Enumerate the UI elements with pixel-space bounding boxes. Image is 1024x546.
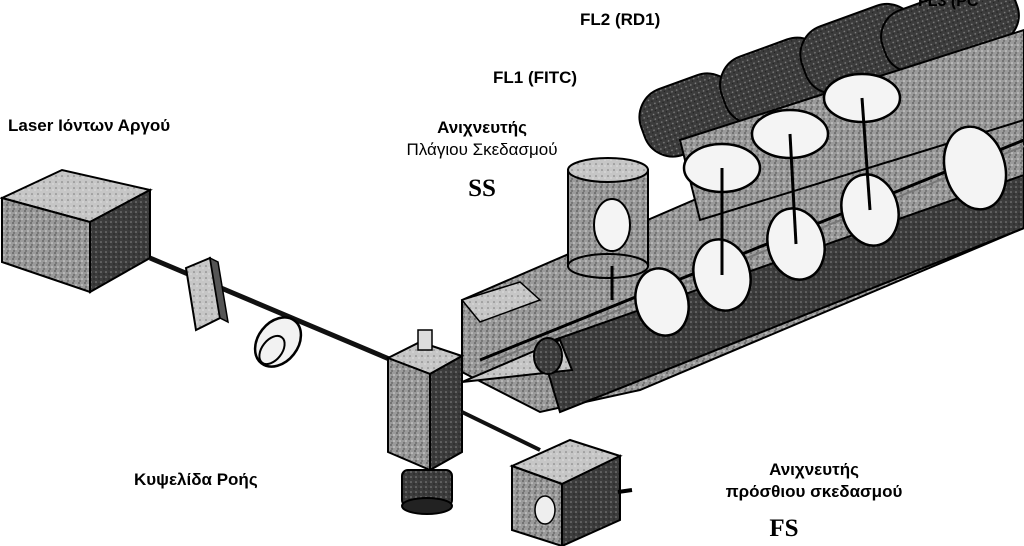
fl2-label: FL2 (RD1): [580, 10, 661, 29]
forward-scatter-beam: [461, 410, 541, 452]
forward-detector-label-line1: Ανιχνευτής: [769, 460, 859, 479]
forward-scatter-detector: [509, 438, 633, 546]
flow-cell-label: Κυψελίδα Ροής: [134, 470, 258, 489]
forward-scatter-abbr: FS: [769, 515, 799, 542]
side-detector-label-line1: Ανιχνευτής: [437, 118, 527, 137]
side-scatter-detector: [567, 157, 649, 300]
beam-filter: [184, 256, 229, 332]
focusing-lens: [253, 316, 303, 368]
fl1-label: FL1 (FITC): [493, 68, 578, 87]
dichroic-mirrors: [634, 72, 1008, 337]
flow-cell: [385, 329, 465, 515]
side-scatter-abbr: SS: [468, 175, 496, 202]
side-detector-label-line2: Πλάγιου Σκεδασμού: [406, 140, 558, 159]
forward-detector-label-line2: πρόσθιου σκεδασμού: [725, 482, 903, 501]
pmt-tubes: [638, 0, 1024, 222]
laser-box: [0, 168, 153, 294]
collection-lens: [461, 337, 574, 383]
laser-label: Laser Ιόντων Αργού: [8, 116, 171, 135]
fl3-label: FL3 (PC: [918, 0, 979, 10]
